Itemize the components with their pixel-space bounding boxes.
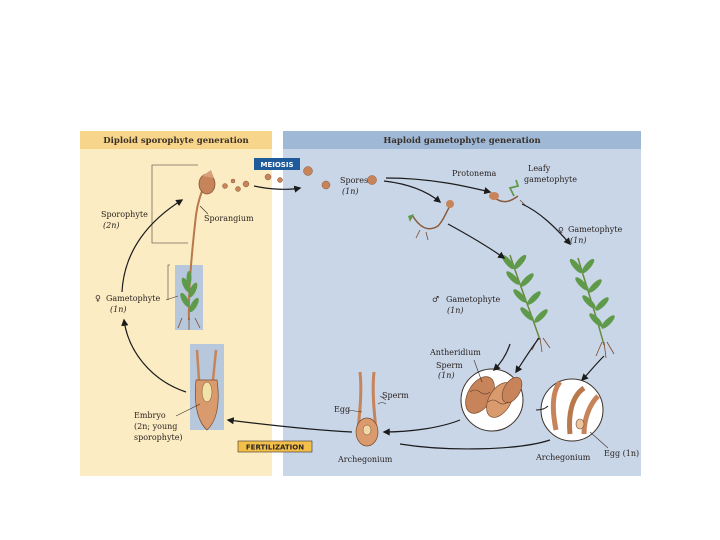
haploid-header: Haploid gametophyte generation [383, 136, 540, 146]
gametophyte-bracket [167, 264, 170, 300]
sperm-mid-label: Sperm [382, 391, 409, 400]
archegonium-fertilization-illustration [355, 371, 387, 447]
fertilization-label: FERTILIZATION [246, 444, 304, 452]
sperm-in-label: Sperm [436, 361, 463, 370]
archegonium-mid-label: Archegonium [337, 455, 393, 464]
sporophyte-illustration [175, 170, 216, 330]
spore-to-leafy-arrow [385, 177, 492, 195]
gametophyte-left-ploidy: (1n) [110, 305, 126, 314]
sperm-swim-arrow [535, 405, 549, 411]
embryo-label: Embryo [134, 411, 166, 420]
to-male-arrow [447, 223, 506, 259]
female-symbol-right: ♀ [558, 226, 564, 235]
meiosis-label: MEIOSIS [261, 161, 294, 169]
female-gametophyte-illustration [569, 257, 615, 359]
sporophyte-ploidy: (2n) [103, 221, 119, 230]
male-gametophyte-ploidy: (1n) [447, 306, 463, 315]
protonema-label: Protonema [452, 169, 497, 178]
meiosis-arrow [253, 185, 302, 193]
female-gametophyte-ploidy: (1n) [570, 236, 586, 245]
egg-left-label: Egg [334, 405, 350, 414]
to-fertilization-arrow [382, 419, 461, 436]
embryo-illustration [190, 344, 224, 431]
spore-to-protonema-arrow [383, 180, 442, 203]
released-spores [222, 166, 377, 192]
to-female-arrow [521, 203, 571, 246]
antheridium-detail [460, 368, 524, 432]
male-gametophyte-illustration [501, 254, 551, 353]
antheridium-label: Antheridium [429, 348, 481, 357]
sperm-in-ploidy: (1n) [438, 371, 454, 380]
archegonium-return-arrow [399, 439, 551, 450]
sporophyte-bracket [151, 164, 198, 244]
female-symbol-left: ♀ [95, 294, 101, 303]
sporangium-leader [199, 205, 209, 215]
antheridium-leader [473, 359, 483, 383]
meiosis-stage: MEIOSIS [254, 158, 300, 170]
gametophyte-to-sporophyte-arrow [121, 199, 184, 293]
sporophyte-label: Sporophyte [101, 210, 148, 219]
gametophyte-left-label: Gametophyte [106, 294, 161, 303]
diploid-header: Diploid sporophyte generation [103, 136, 248, 146]
egg-right-label: Egg (1n) [604, 449, 639, 458]
sporangium-label: Sporangium [204, 214, 254, 223]
archegonium-right-label: Archegonium [535, 453, 591, 462]
leafy-label-2: gametophyte [524, 175, 577, 184]
embryo-to-gametophyte-arrow [121, 318, 187, 393]
to-antheridium-arrow-2 [492, 343, 511, 372]
protonema-illustration [408, 179, 526, 241]
embryo-sub2: sporophyte) [134, 433, 183, 442]
female-gametophyte-label: Gametophyte [568, 225, 623, 234]
archegonium-detail [540, 378, 604, 442]
sperm-leader [379, 395, 387, 401]
to-archegonium-arrow [580, 355, 605, 382]
embryo-leader [175, 403, 201, 417]
leafy-label-1: Leafy [528, 164, 551, 173]
embryo-sub1: (2n; young [134, 422, 177, 431]
spores-ploidy: (1n) [342, 187, 358, 196]
egg-right-leader [589, 431, 609, 449]
spores-label: Spores [340, 176, 368, 185]
to-embryo-arrow [226, 417, 353, 433]
gametophyte-leader [165, 295, 179, 301]
male-symbol: ♂ [432, 295, 439, 304]
to-antheridium-arrow [515, 337, 540, 374]
male-gametophyte-label: Gametophyte [446, 295, 501, 304]
egg-leader [347, 409, 363, 413]
fertilization-stage: FERTILIZATION [237, 440, 313, 453]
